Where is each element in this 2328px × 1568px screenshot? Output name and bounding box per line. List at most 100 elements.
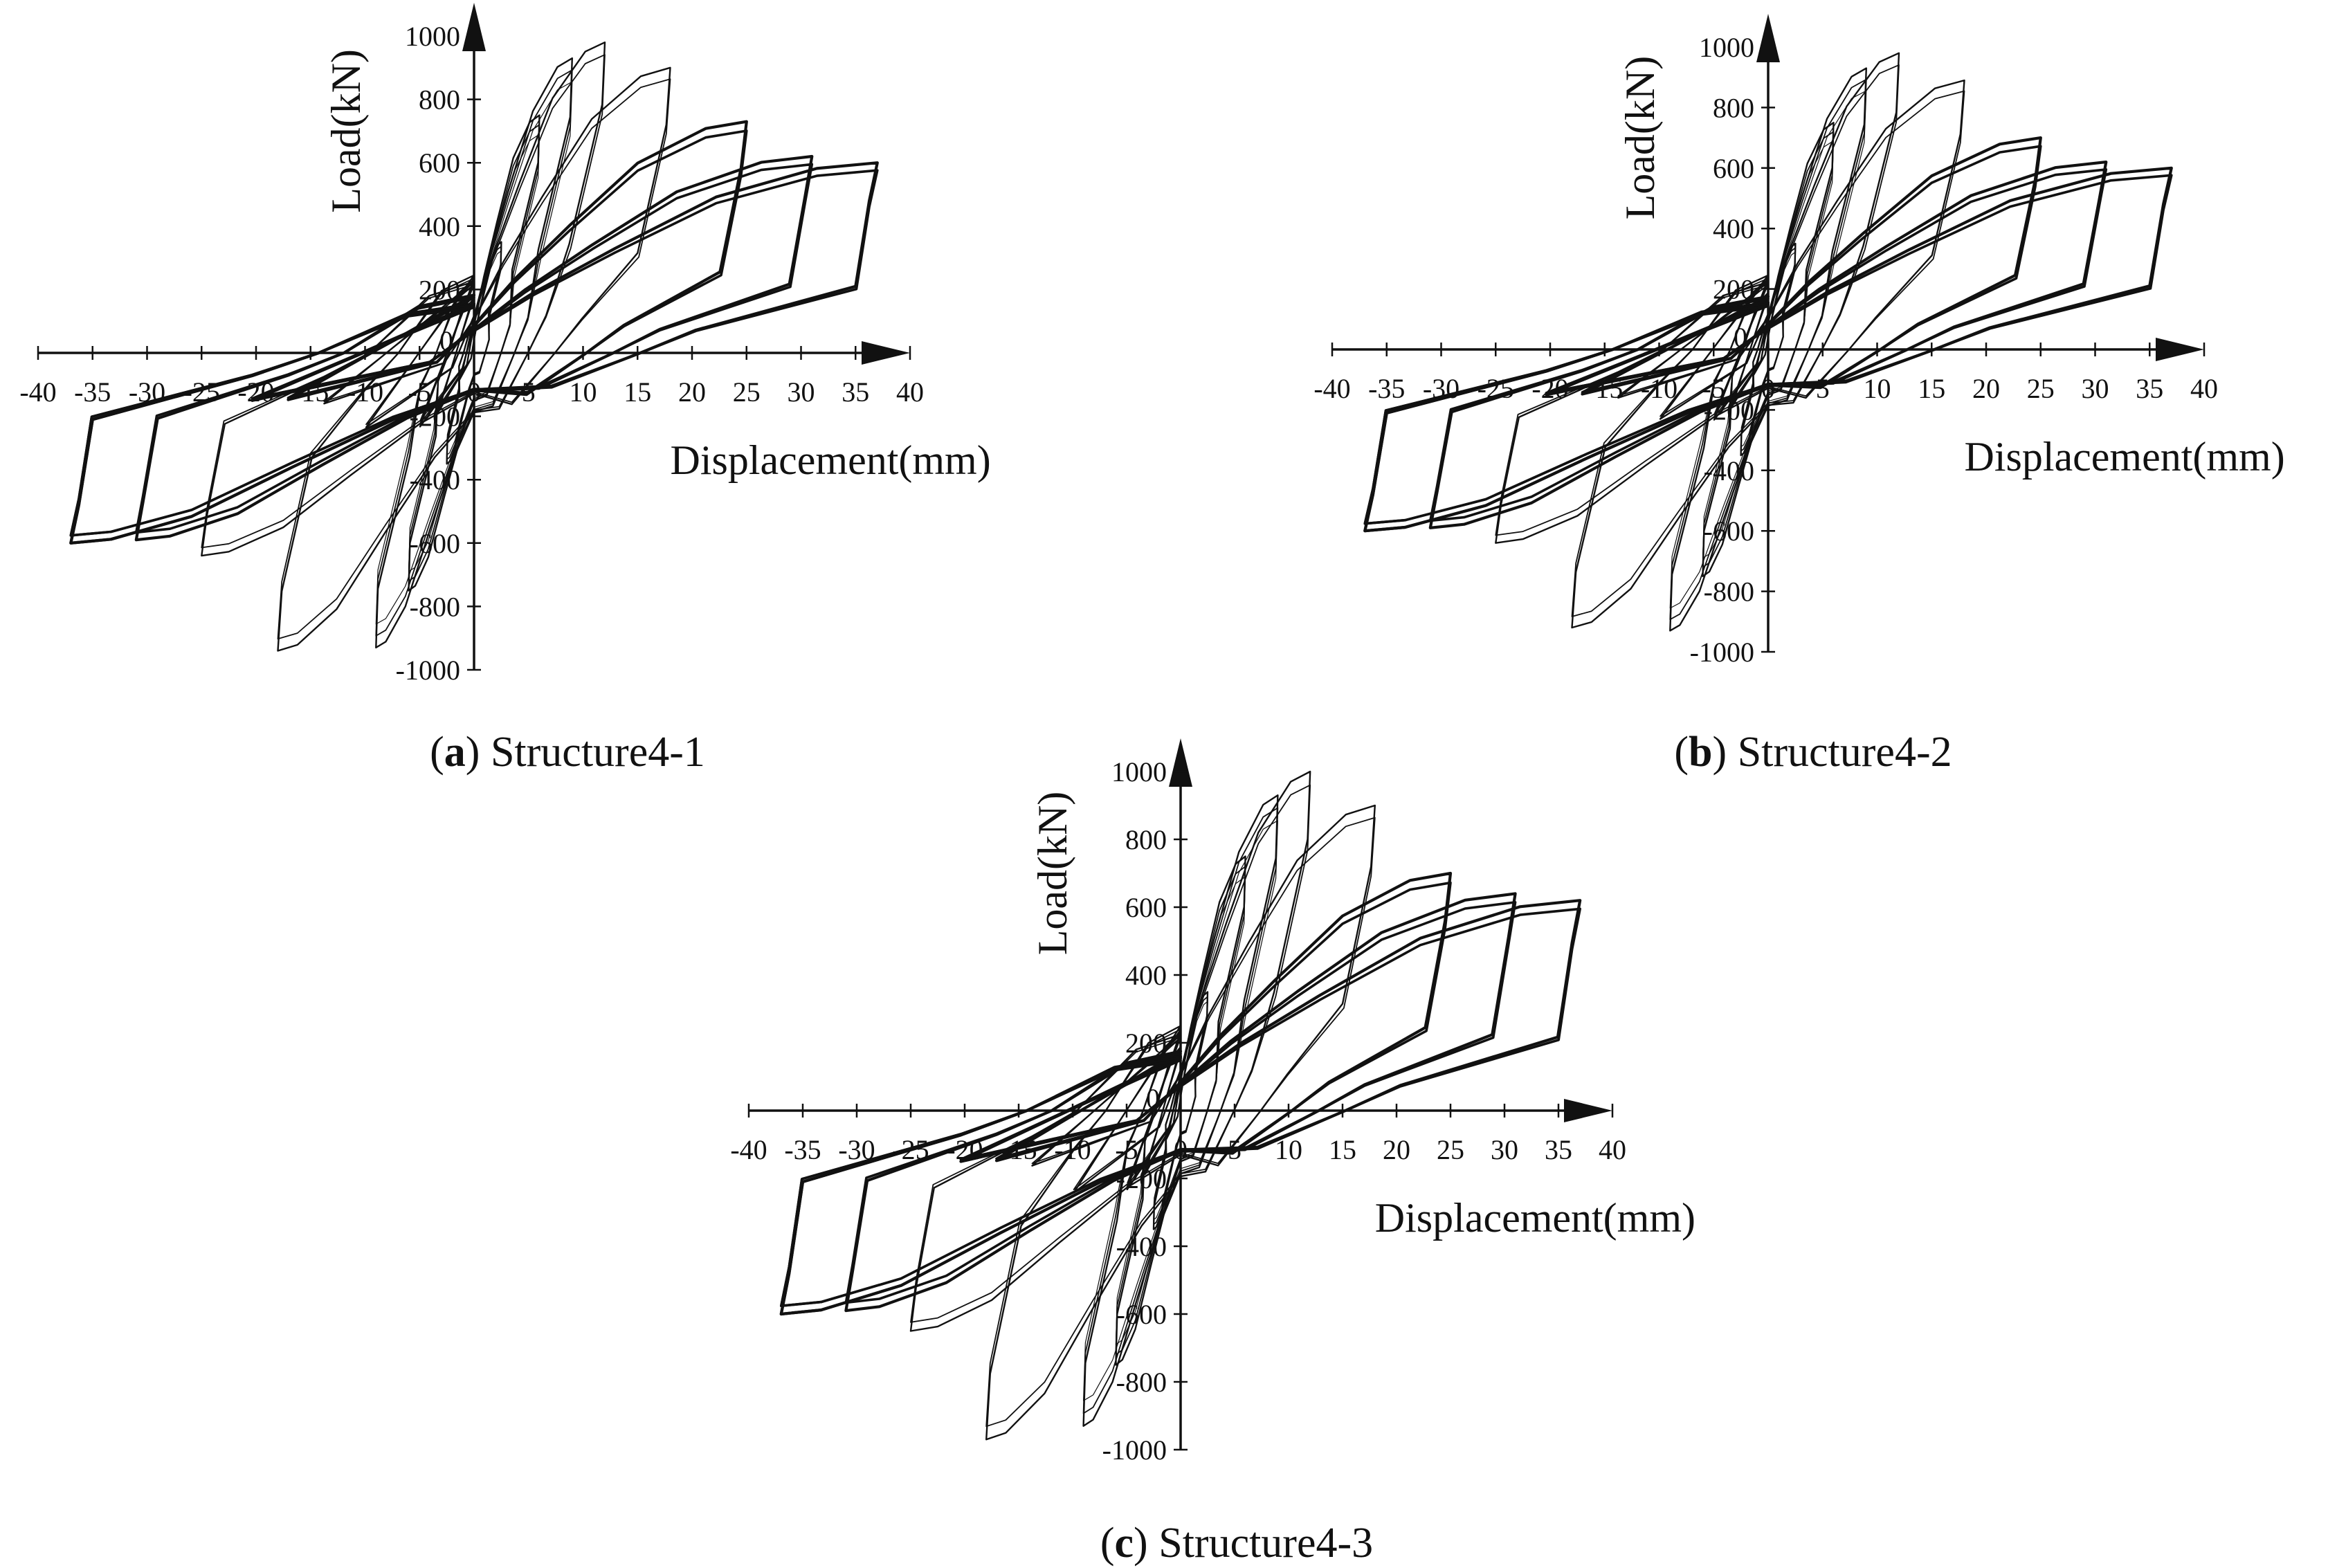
- x-tick-label: 0: [467, 376, 481, 408]
- hysteresis-loop: [1669, 90, 1867, 609]
- y-axis-title: Load(kN): [1030, 792, 1075, 956]
- y-axis-arrow: [1756, 14, 1780, 62]
- hysteresis-loop: [909, 804, 1376, 1332]
- x-tick-label: -20: [946, 1134, 983, 1165]
- x-tick-label: 5: [1816, 373, 1830, 404]
- y-axis-arrow: [1169, 738, 1192, 787]
- x-tick-label: 20: [1972, 373, 2000, 404]
- y-tick-label: 600: [419, 147, 460, 179]
- caption-c: (c) Structure4-3: [1100, 1520, 1374, 1567]
- x-tick-label: -20: [1531, 373, 1568, 404]
- x-tick-label: -10: [1054, 1134, 1091, 1165]
- hysteresis-curves: [779, 770, 1582, 1441]
- y-tick-label: 0: [1146, 1083, 1160, 1114]
- hysteresis-loop: [985, 770, 1311, 1441]
- y-tick-label: -600: [1116, 1299, 1167, 1330]
- x-tick-label: -35: [74, 376, 111, 408]
- y-tick-label: 1000: [1699, 32, 1754, 63]
- hysteresis-loop: [1571, 64, 1900, 617]
- x-tick-label: 5: [522, 376, 536, 408]
- x-tick-label: 15: [1918, 373, 1945, 404]
- x-tick-label: -10: [1641, 373, 1677, 404]
- x-tick-label: 15: [1329, 1134, 1356, 1165]
- hysteresis-loop: [201, 78, 671, 549]
- x-axis-title: Displacement(mm): [671, 437, 991, 483]
- y-tick-label: -800: [1116, 1367, 1167, 1398]
- y-axis-title: Load(kN): [1617, 56, 1663, 220]
- x-tick-label: 5: [1228, 1134, 1242, 1165]
- caption-letter: c: [1114, 1520, 1134, 1567]
- x-tick-label: -15: [292, 376, 329, 408]
- x-tick-label: 40: [1599, 1134, 1626, 1165]
- x-tick-label: -25: [1477, 373, 1514, 404]
- x-tick-label: -40: [730, 1134, 767, 1165]
- x-tick-label: -15: [1000, 1134, 1037, 1165]
- x-axis-arrow: [1564, 1099, 1612, 1122]
- y-tick-label: -800: [1704, 576, 1754, 608]
- x-tick-label: 25: [1437, 1134, 1464, 1165]
- y-axis-arrow: [462, 3, 486, 51]
- hysteresis-loop: [1083, 820, 1278, 1401]
- y-tick-label: 800: [1713, 92, 1754, 123]
- x-tick-label: 35: [842, 376, 869, 408]
- x-tick-label: 0: [1174, 1134, 1188, 1165]
- x-tick-label: -25: [183, 376, 220, 408]
- x-tick-label: -30: [838, 1134, 875, 1165]
- hysteresis-loop: [375, 69, 573, 637]
- x-tick-label: 40: [896, 376, 924, 408]
- y-tick-label: -400: [410, 464, 460, 495]
- hysteresis-loop: [1153, 1001, 1208, 1221]
- y-tick-label: -1000: [1690, 637, 1754, 668]
- hysteresis-loop: [780, 907, 1581, 1307]
- y-axis-title: Load(kN): [323, 49, 369, 213]
- y-tick-label: 200: [1713, 274, 1754, 305]
- x-tick-label: 10: [570, 376, 597, 408]
- y-tick-label: 400: [1125, 960, 1167, 991]
- hysteresis-loop: [1082, 807, 1279, 1414]
- y-tick-label: -400: [1704, 455, 1754, 486]
- x-axis-arrow: [2156, 338, 2204, 361]
- x-tick-label: -5: [1702, 373, 1725, 404]
- hysteresis-loop: [910, 817, 1376, 1323]
- y-tick-label: 200: [1125, 1028, 1167, 1059]
- y-tick-label: 600: [1125, 892, 1167, 923]
- y-tick-label: -200: [1116, 1163, 1167, 1194]
- y-tick-label: 400: [1713, 213, 1754, 244]
- hysteresis-loop: [446, 250, 502, 456]
- hysteresis-loop: [1669, 78, 1867, 621]
- x-tick-label: 40: [2190, 373, 2218, 404]
- y-tick-label: -600: [410, 528, 460, 559]
- y-tick-label: -1000: [1102, 1434, 1167, 1466]
- x-tick-label: 30: [2082, 373, 2109, 404]
- x-axis-arrow: [862, 341, 910, 365]
- x-tick-label: -35: [1368, 373, 1405, 404]
- x-tick-label: -10: [347, 376, 383, 408]
- hysteresis-loop: [1571, 52, 1900, 629]
- hysteresis-curves: [69, 42, 879, 652]
- hysteresis-curves: [1363, 52, 2173, 632]
- x-axis-title: Displacement(mm): [1375, 1195, 1695, 1241]
- y-tick-label: 600: [1713, 153, 1754, 184]
- y-tick-label: 800: [1125, 824, 1167, 855]
- x-tick-label: 30: [1491, 1134, 1518, 1165]
- hysteresis-loop: [375, 81, 573, 625]
- hysteresis-loop: [1740, 251, 1796, 448]
- caption-letter: b: [1689, 729, 1713, 776]
- x-tick-label: 30: [788, 376, 815, 408]
- y-tick-label: 800: [419, 84, 460, 116]
- x-tick-label: 0: [1761, 373, 1775, 404]
- caption-title: Structure4-1: [490, 729, 705, 776]
- y-tick-label: -1000: [396, 655, 460, 686]
- x-tick-label: 25: [2027, 373, 2055, 404]
- x-tick-label: 20: [1383, 1134, 1410, 1165]
- caption-b: (b) Structure4-2: [1674, 729, 1952, 776]
- hysteresis-loop: [69, 169, 879, 537]
- y-tick-label: 400: [419, 211, 460, 242]
- x-tick-label: -15: [1586, 373, 1623, 404]
- x-tick-label: 15: [624, 376, 651, 408]
- y-tick-label: -800: [410, 591, 460, 622]
- x-tick-label: -40: [19, 376, 56, 408]
- x-tick-label: 35: [1545, 1134, 1572, 1165]
